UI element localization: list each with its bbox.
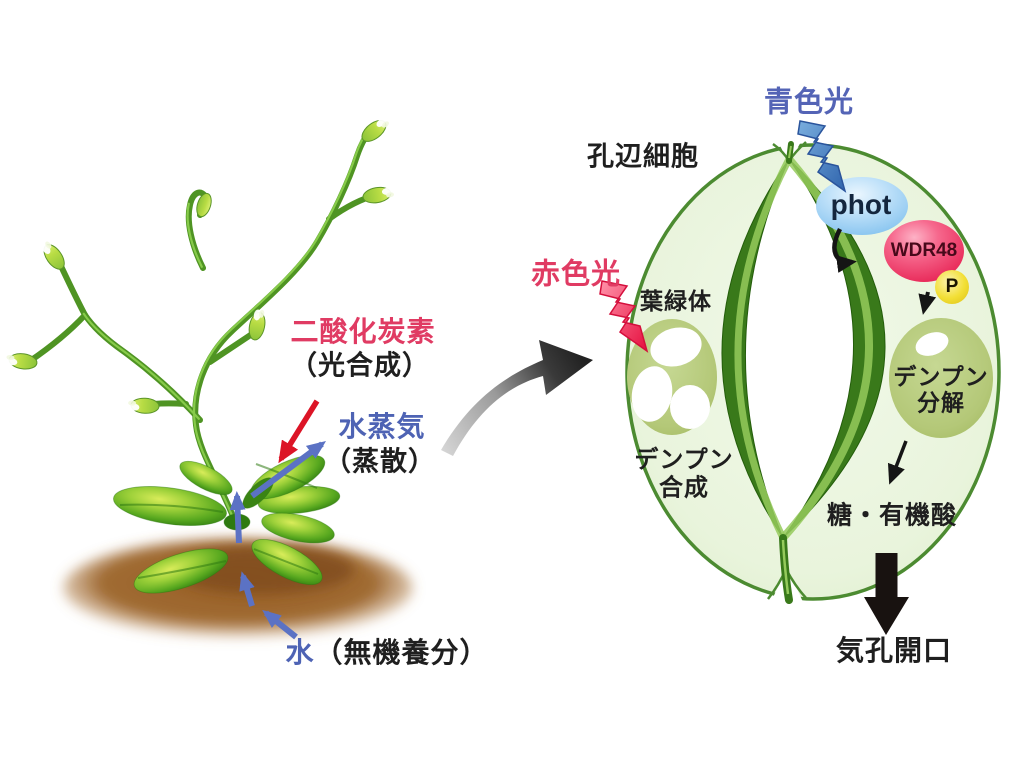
red-light-label: 赤色光 [530, 258, 622, 291]
flower-buds [4, 114, 396, 415]
phosphorylation-arrow [918, 291, 937, 315]
phot-label: phot [830, 188, 892, 220]
starch-degradation-line1: デンプン [893, 363, 989, 390]
photosynthesis-label: （光合成） [290, 350, 430, 381]
phot-ellipse [816, 177, 908, 235]
stomatal-opening-label: 気孔開口 [835, 634, 953, 666]
guard-cell-label: 孔辺細胞 [587, 141, 699, 172]
transpiration-arrow [250, 441, 327, 499]
starch-granules [631, 327, 710, 429]
wdr48-ellipse [884, 220, 964, 282]
water-uptake-arrows [229, 491, 298, 640]
starch-degradation-body [889, 318, 993, 438]
blue-light-label: 青色光 [763, 86, 855, 119]
plant-illustration [4, 114, 413, 640]
nutrients-word: （無機養分） [314, 636, 489, 668]
chloroplast-body [627, 319, 717, 435]
starch-degradation-line2: 分解 [917, 390, 965, 416]
starch-synthesis-line2: 合成 [659, 474, 709, 501]
water-label: 水（無機養分） [285, 637, 488, 669]
co2-arrow [278, 399, 320, 464]
transpiration-label: （蒸散） [324, 446, 436, 477]
starch-synthesis-label: デンプン 合成 [634, 446, 733, 501]
co2-label: 二酸化炭素 [290, 315, 436, 347]
stem-highlights [82, 122, 375, 524]
rosette-leaves [113, 454, 341, 594]
phot-to-wdr48-arrow [832, 227, 857, 273]
wdr48-label: WDR48 [890, 240, 958, 262]
transition-arrow [441, 340, 593, 456]
starch-synthesis-line1: デンプン [634, 446, 734, 474]
degradation-arrow [887, 440, 908, 485]
unopened-shoot [196, 192, 212, 218]
water-word: 水 [285, 636, 315, 668]
stoma-diagram [599, 120, 1001, 635]
chloroplast-label: 葉緑体 [640, 287, 712, 314]
soil [63, 538, 413, 638]
phosphate-label: P [945, 276, 959, 298]
stomatal-opening-arrow [864, 553, 909, 635]
starch-degradation-label: デンプン 分解 [893, 364, 988, 417]
phosphate-badge [935, 270, 969, 304]
stomatal-pore [745, 159, 854, 538]
water-vapor-label: 水蒸気 [338, 410, 426, 442]
sugar-organic-acid-label: 糖・有機酸 [826, 501, 958, 530]
